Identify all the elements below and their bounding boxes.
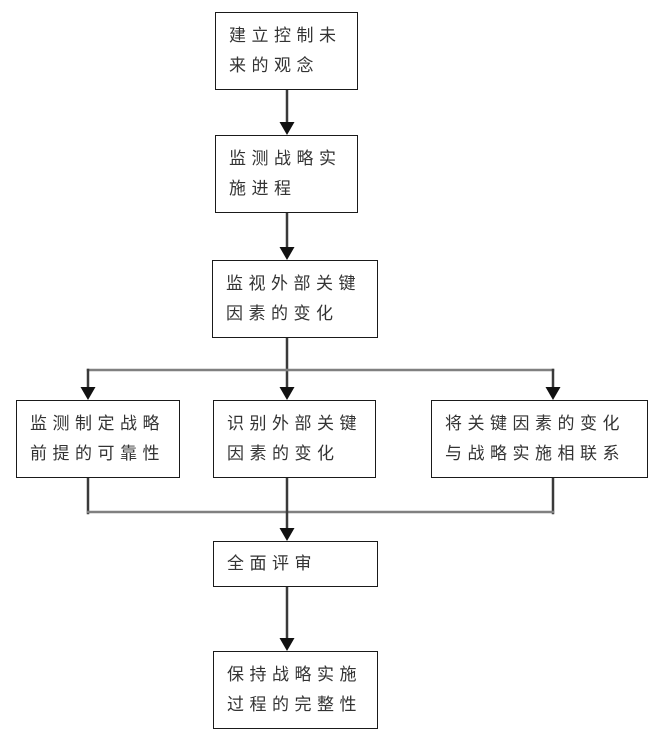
node-monitor-external-key-factor-changes: 监视外部关键 因素的变化 [212, 260, 378, 338]
node-text-line: 建立控制未 [229, 26, 342, 46]
node-monitor-strategy-implementation-progress: 监测战略实 施进程 [215, 135, 358, 213]
node-text-line: 识别外部关键 [227, 414, 362, 434]
node-text-line: 全面评审 [227, 554, 317, 574]
node-identify-external-key-factor-changes: 识别外部关键 因素的变化 [213, 400, 376, 478]
node-link-key-factor-changes-to-implementation: 将关键因素的变化 与战略实施相联系 [431, 400, 648, 478]
node-text-line: 保持战略实施 [227, 665, 362, 685]
node-comprehensive-review: 全面评审 [213, 541, 378, 587]
node-text-line: 施进程 [229, 179, 297, 199]
node-establish-future-control-concept: 建立控制未 来的观念 [215, 12, 358, 90]
arrowhead-review-to-integrity [279, 638, 295, 651]
node-text-line: 因素的变化 [226, 304, 339, 324]
node-text-line: 将关键因素的变化 [445, 414, 625, 434]
node-maintain-implementation-process-integrity: 保持战略实施 过程的完整性 [213, 651, 378, 729]
arrowhead-branch-right [545, 387, 561, 400]
arrowhead-merge-to-review [279, 528, 295, 541]
node-text-line: 前提的可靠性 [30, 444, 165, 464]
node-text-line: 监视外部关键 [226, 274, 361, 294]
arrowhead-establish-to-progress [279, 122, 295, 135]
node-text-line: 监测制定战略 [30, 414, 165, 434]
node-text-line: 因素的变化 [227, 444, 340, 464]
node-text-line: 来的观念 [229, 56, 319, 76]
node-text-line: 与战略实施相联系 [445, 444, 625, 464]
node-monitor-strategy-premise-reliability: 监测制定战略 前提的可靠性 [16, 400, 180, 478]
arrowhead-progress-to-monitor [279, 247, 295, 260]
node-text-line: 过程的完整性 [227, 695, 362, 715]
node-text-line: 监测战略实 [229, 149, 342, 169]
arrowhead-branch-center [279, 387, 295, 400]
arrowhead-branch-left [80, 387, 96, 400]
